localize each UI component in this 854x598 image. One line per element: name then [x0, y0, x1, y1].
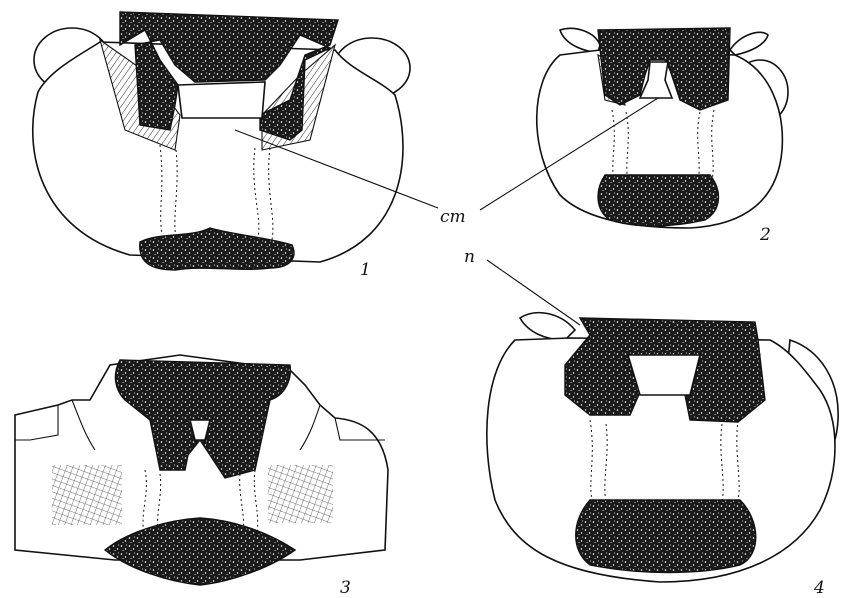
head-section-2 — [537, 28, 788, 228]
figure-1-label: 1 — [360, 260, 371, 280]
figure-2-label: 2 — [759, 225, 771, 245]
head-section-4 — [487, 313, 838, 582]
cm-label: cm — [440, 207, 466, 227]
head-section-1 — [33, 12, 410, 270]
n-label: n — [464, 247, 475, 267]
figure-3-label: 3 — [340, 578, 351, 598]
figure-4-label: 4 — [813, 578, 825, 598]
head-section-3 — [15, 355, 388, 585]
